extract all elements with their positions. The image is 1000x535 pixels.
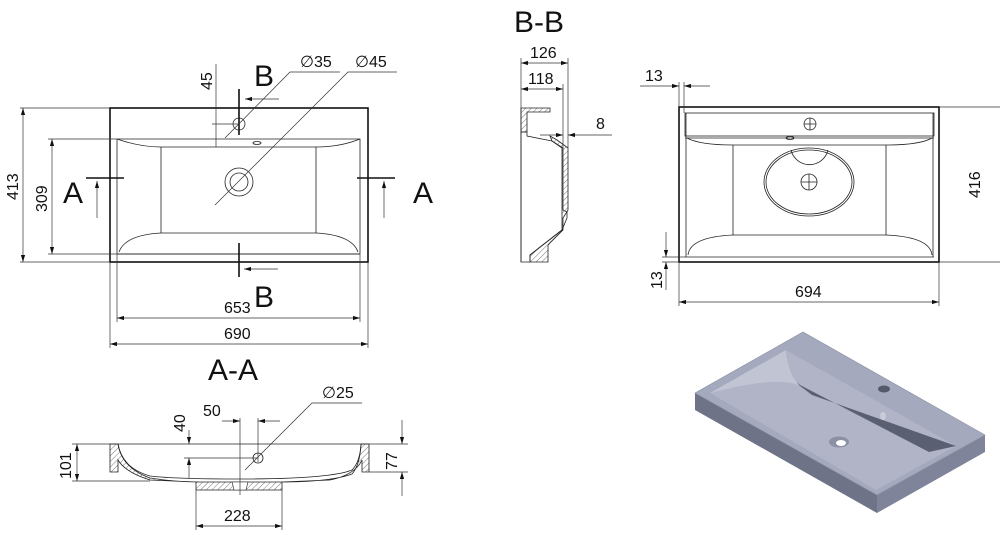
drain-hole — [224, 167, 254, 197]
dim-13-top: 13 — [645, 68, 663, 85]
dim-77: 77 — [384, 452, 401, 470]
section-a-label-left: A — [63, 177, 83, 210]
dim-309: 309 — [34, 185, 51, 212]
dim-413: 413 — [5, 173, 22, 200]
section-bb-title: B-B — [514, 6, 564, 39]
svg-text:∅45: ∅45 — [355, 54, 387, 71]
dim-694: 694 — [795, 284, 822, 301]
dim-118: 118 — [528, 71, 554, 88]
dim-101: 101 — [58, 452, 75, 479]
iso-tap-hole — [878, 385, 890, 393]
dim-drain-hole: 45 — [369, 54, 387, 71]
section-aa-title: A-A — [208, 354, 258, 387]
dim-tap-hole: 35 — [314, 54, 332, 71]
dim-8: 8 — [596, 116, 605, 133]
svg-text:∅25: ∅25 — [322, 385, 354, 402]
front-view: 13 13 416 694 — [640, 68, 1000, 306]
isometric-render — [694, 331, 986, 513]
section-a-label-right: A — [413, 177, 433, 210]
section-b-label-bottom: B — [254, 281, 274, 314]
section-aa-view: A-A 50 40 ∅25 101 77 228 — [58, 354, 408, 530]
bowl-oval — [763, 147, 855, 217]
dim-228: 228 — [224, 508, 251, 525]
dim-overflow-hole: 25 — [336, 385, 354, 402]
dim-126: 126 — [530, 45, 557, 62]
dim-45: 45 — [199, 72, 216, 90]
dim-50: 50 — [203, 403, 221, 420]
section-bb-view: B-B 126 118 8 — [514, 6, 612, 263]
dim-653: 653 — [224, 300, 251, 317]
svg-text:∅35: ∅35 — [300, 54, 332, 71]
basin-outline — [116, 138, 361, 255]
dim-13-bottom: 13 — [649, 271, 666, 289]
dim-40: 40 — [172, 414, 189, 432]
top-view: B B A A 413 309 653 690 45 ∅35 ∅45 — [5, 54, 433, 348]
dim-690: 690 — [224, 326, 251, 343]
dim-416: 416 — [967, 171, 984, 198]
section-b-label-top: B — [254, 60, 274, 93]
